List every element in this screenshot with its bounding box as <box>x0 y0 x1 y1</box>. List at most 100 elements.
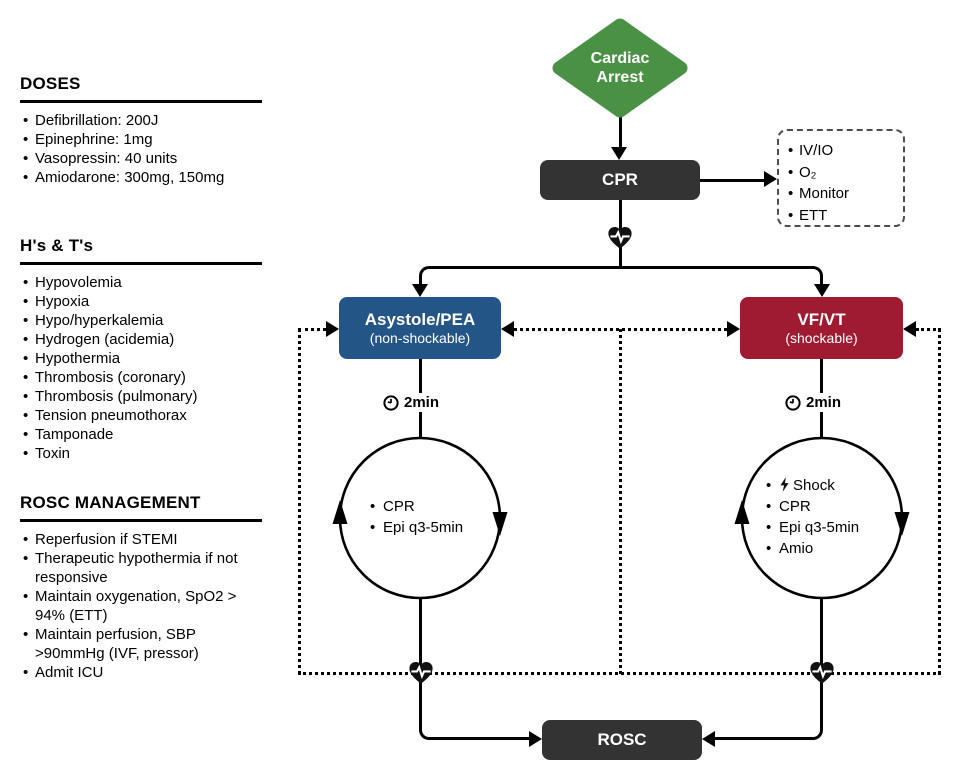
dotted-connector-right <box>938 329 941 674</box>
loop-item-label: CPR <box>383 498 415 515</box>
list-item: Epi q3-5min <box>368 517 463 538</box>
list-item: Epi q3-5min <box>764 517 859 538</box>
clock-icon <box>785 394 801 411</box>
loop-item-label: Amio <box>779 540 814 557</box>
section-title: H's & T's <box>20 236 262 265</box>
arrowhead <box>764 170 777 187</box>
hs-ts-list: Hypovolemia Hypoxia Hypo/hyperkalemia Hy… <box>20 273 262 463</box>
arrowhead <box>610 147 627 160</box>
arrowhead <box>412 284 428 297</box>
adjuncts-list: IV/IO O₂ Monitor ETT <box>783 140 897 226</box>
list-item: Hypothermia <box>20 349 262 368</box>
dotted-connector-into-asystole-left <box>298 328 326 331</box>
cpr-box: CPR <box>540 160 700 200</box>
heart-pulse-icon <box>408 661 434 685</box>
list-item: Admit ICU <box>20 663 262 682</box>
cpr-label: CPR <box>602 170 638 189</box>
connector-leftloop-to-rosc <box>418 598 531 740</box>
heart-pulse-icon <box>607 226 633 250</box>
doses-list: Defibrillation: 200J Epinephrine: 1mg Va… <box>20 111 262 187</box>
vfvt-title: VF/VT <box>797 309 846 329</box>
list-item: CPR <box>368 496 463 517</box>
loop-item-label: Epi q3-5min <box>779 519 860 536</box>
list-item: Tamponade <box>20 425 262 444</box>
rosc-label: ROSC <box>597 730 647 749</box>
dotted-connector-bottom <box>298 672 941 675</box>
dotted-connector-left <box>298 329 301 674</box>
list-item: Epinephrine: 1mg <box>20 130 262 149</box>
list-item: Vasopressin: 40 units <box>20 149 262 168</box>
list-item: Maintain perfusion, SBP >90mmHg (IVF, pr… <box>20 625 262 663</box>
adjuncts-box: IV/IO O₂ Monitor ETT <box>777 129 905 227</box>
list-item: Toxin <box>20 444 262 463</box>
list-item: Defibrillation: 200J <box>20 111 262 130</box>
heart-pulse-icon <box>809 661 835 685</box>
list-item: Reperfusion if STEMI <box>20 530 262 549</box>
timer-label: 2min <box>404 394 440 411</box>
vfvt-subtitle: (shockable) <box>785 329 858 346</box>
list-item: O₂ <box>783 162 897 184</box>
loop-item-label: Epi q3-5min <box>383 519 464 536</box>
list-item: Monitor <box>783 183 897 205</box>
list-item: Hypoxia <box>20 292 262 311</box>
dotted-connector-into-vfvt-right <box>916 328 941 331</box>
list-item: IV/IO <box>783 140 897 162</box>
list-item: Shock <box>764 475 859 496</box>
list-item: Thrombosis (pulmonary) <box>20 387 262 406</box>
asystole-title: Asystole/PEA <box>364 309 476 329</box>
list-item: CPR <box>764 496 859 517</box>
rosc-management-section: ROSC MANAGEMENT Reperfusion if STEMI The… <box>20 493 262 682</box>
right-loop-list: Shock CPR Epi q3-5min Amio <box>764 475 859 559</box>
arrowhead <box>529 730 542 747</box>
start-label-line1: Cardiac <box>590 50 650 67</box>
connector-branch-right <box>620 266 823 288</box>
list-item: Hypovolemia <box>20 273 262 292</box>
asystole-subtitle: (non-shockable) <box>369 329 471 346</box>
arrowhead <box>813 284 830 297</box>
start-label-line2: Arrest <box>596 69 644 86</box>
doses-section: DOSES Defibrillation: 200J Epinephrine: … <box>20 74 262 187</box>
connector-cpr-to-branch <box>618 200 622 252</box>
connector-cpr-to-adjuncts <box>700 178 766 182</box>
diamond-shape <box>552 18 688 118</box>
section-title: ROSC MANAGEMENT <box>20 493 262 522</box>
list-item: Tension pneumothorax <box>20 406 262 425</box>
clock-icon <box>383 394 399 411</box>
arrowhead <box>501 320 514 337</box>
rosc-box: ROSC <box>542 720 702 760</box>
lightning-icon <box>779 477 790 492</box>
list-item: Therapeutic hypothermia if not responsiv… <box>20 549 262 587</box>
arrowhead <box>727 320 740 337</box>
rosc-management-list: Reperfusion if STEMI Therapeutic hypothe… <box>20 530 262 682</box>
list-item: Hydrogen (acidemia) <box>20 330 262 349</box>
loop-item-label: CPR <box>779 498 811 515</box>
loop-arrow-up <box>332 500 348 524</box>
left-timer: 2min <box>379 393 444 412</box>
list-item: ETT <box>783 205 897 227</box>
list-item: Amiodarone: 300mg, 150mg <box>20 168 262 187</box>
connector-branch-left <box>418 266 621 288</box>
loop-arrow-up <box>734 500 749 524</box>
arrowhead <box>903 320 916 337</box>
list-item: Maintain oxygenation, SpO2 > 94% (ETT) <box>20 587 262 625</box>
section-title: DOSES <box>20 74 262 103</box>
loop-arrow-down <box>492 512 508 536</box>
connector-branch-stub <box>618 250 622 268</box>
list-item: Hypo/hyperkalemia <box>20 311 262 330</box>
vfvt-box: VF/VT (shockable) <box>740 297 903 359</box>
arrowhead <box>702 730 715 747</box>
loop-arrow-down <box>894 512 909 536</box>
hs-ts-section: H's & T's Hypovolemia Hypoxia Hypo/hyper… <box>20 236 262 463</box>
asystole-pea-box: Asystole/PEA (non-shockable) <box>339 297 501 359</box>
arrowhead <box>326 320 339 337</box>
list-item: Thrombosis (coronary) <box>20 368 262 387</box>
left-loop-list: CPR Epi q3-5min <box>368 496 463 538</box>
start-diamond-label: Cardiac Arrest <box>552 18 688 118</box>
right-timer: 2min <box>781 393 846 412</box>
connector-rightloop-to-rosc <box>711 598 823 740</box>
timer-label: 2min <box>806 394 842 411</box>
loop-item-label: Shock <box>793 477 835 494</box>
start-diamond: Cardiac Arrest <box>552 18 688 118</box>
dotted-connector-middle <box>618 329 622 674</box>
